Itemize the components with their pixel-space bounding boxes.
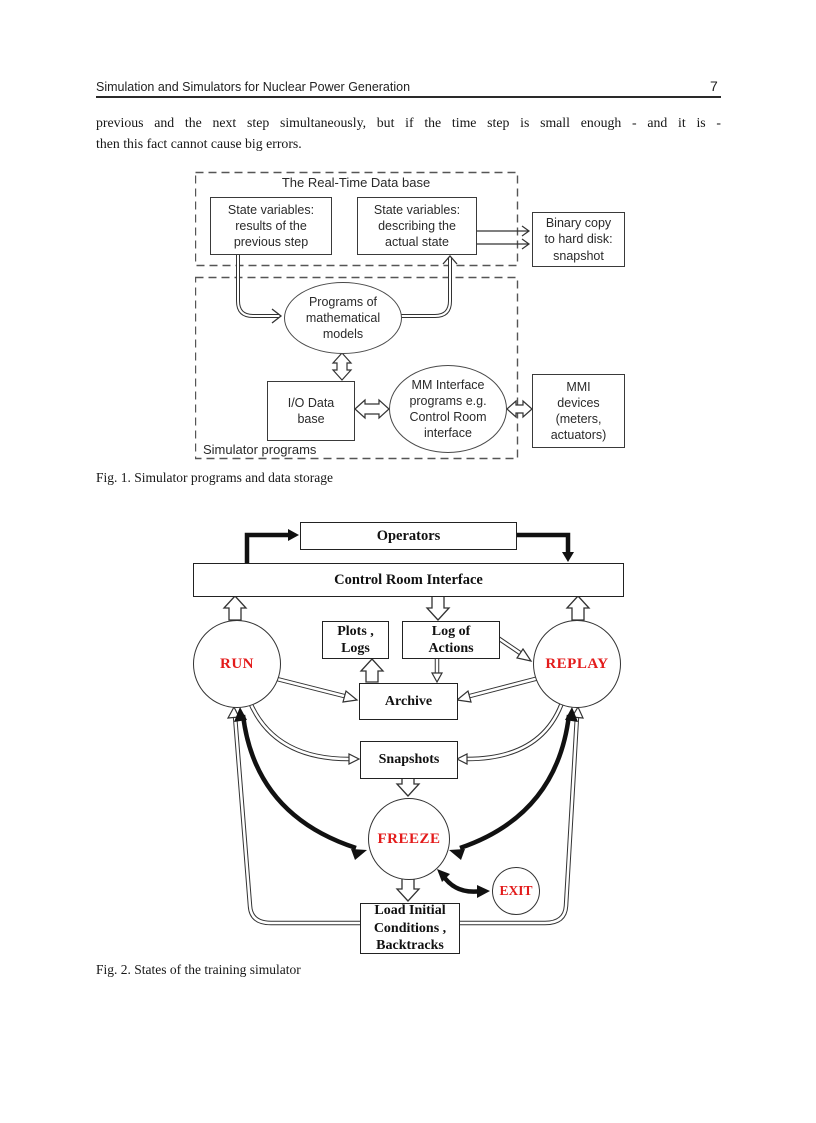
arrow-replay-freeze-bidirectional	[449, 707, 578, 860]
node-mm-interface: MM Interface programs e.g. Control Room …	[389, 365, 507, 453]
body-text-line-1: previous and the next step simultaneousl…	[96, 115, 721, 130]
node-control-room-interface: Control Room Interface	[193, 563, 624, 597]
state-exit: EXIT	[492, 867, 540, 915]
simulator-programs-dashed-box	[195, 276, 519, 460]
node-operators: Operators	[300, 522, 517, 550]
arrow-replay-to-archive	[455, 675, 540, 703]
node-binary-copy: Binary copy to hard disk: snapshot	[532, 212, 625, 267]
node-mmi-devices: MMI devices (meters, actuators)	[532, 374, 625, 448]
arrow-run-to-snapshots	[246, 699, 361, 765]
arrow-run-freeze-bidirectional	[234, 707, 367, 860]
realtime-db-group-label: The Real-Time Data base	[281, 175, 431, 190]
figure-2-arrows	[222, 529, 591, 926]
arrow-replay-to-cri	[565, 595, 591, 621]
arrow-models-to-state-actual	[400, 255, 458, 318]
header-rule	[96, 96, 721, 98]
arrow-io-mminterface-bidirectional	[354, 398, 390, 420]
state-replay: REPLAY	[533, 620, 621, 708]
node-snapshots: Snapshots	[360, 741, 458, 779]
arrow-snapshots-to-freeze	[395, 777, 421, 797]
figure-1-arrows	[195, 171, 533, 460]
running-header-title: Simulation and Simulators for Nuclear Po…	[96, 80, 411, 94]
arrow-load-to-replay-loop	[456, 705, 584, 926]
node-archive: Archive	[359, 683, 458, 720]
arrow-cri-to-operators	[244, 529, 299, 563]
node-load-initial-conditions: Load Initial Conditions , Backtracks	[360, 903, 460, 954]
node-state-prev: State variables: results of the previous…	[210, 197, 332, 255]
figure-2-caption: Fig. 2. States of the training simulator	[96, 962, 301, 977]
page-number: 7	[710, 78, 718, 94]
node-io-database: I/O Data base	[267, 381, 355, 441]
arrow-models-io-bidirectional	[331, 352, 353, 381]
node-state-actual: State variables: describing the actual s…	[357, 197, 477, 255]
arrow-run-to-cri	[222, 595, 248, 621]
realtime-db-dashed-box	[195, 171, 519, 267]
node-log-of-actions: Log of Actions	[402, 621, 500, 659]
state-freeze: FREEZE	[368, 798, 450, 880]
arrow-mminterface-mmidevices-bidirectional	[506, 399, 533, 419]
simulator-programs-group-label: Simulator programs	[203, 442, 317, 457]
arrow-state-actual-to-binary-copy	[475, 225, 531, 250]
arrow-run-to-archive	[272, 675, 359, 703]
node-plots-logs: Plots , Logs	[322, 621, 389, 659]
arrow-state-prev-to-models	[236, 253, 283, 324]
arrow-load-to-run-loop	[226, 705, 360, 926]
node-math-models: Programs of mathematical models	[284, 282, 402, 354]
arrow-freeze-to-load	[395, 877, 421, 902]
figure-1-diagram: The Real-Time Data base State variables:…	[195, 170, 625, 462]
figure-1-caption: Fig. 1. Simulator programs and data stor…	[96, 470, 333, 485]
arrow-cri-to-log-of-actions	[425, 595, 451, 621]
arrow-freeze-exit-bidirectional	[437, 869, 490, 898]
figure-2-diagram: Operators Control Room Interface Plots ,…	[193, 520, 624, 956]
body-text-line-2: then this fact cannot cause big errors.	[96, 136, 302, 151]
arrow-replay-to-snapshots	[455, 699, 566, 765]
arrow-log-of-actions-to-archive	[430, 657, 444, 684]
arrow-operators-to-cri	[515, 532, 574, 562]
arrow-log-of-actions-to-replay	[496, 636, 533, 662]
arrow-archive-to-plots-logs	[359, 658, 385, 683]
state-run: RUN	[193, 620, 281, 708]
